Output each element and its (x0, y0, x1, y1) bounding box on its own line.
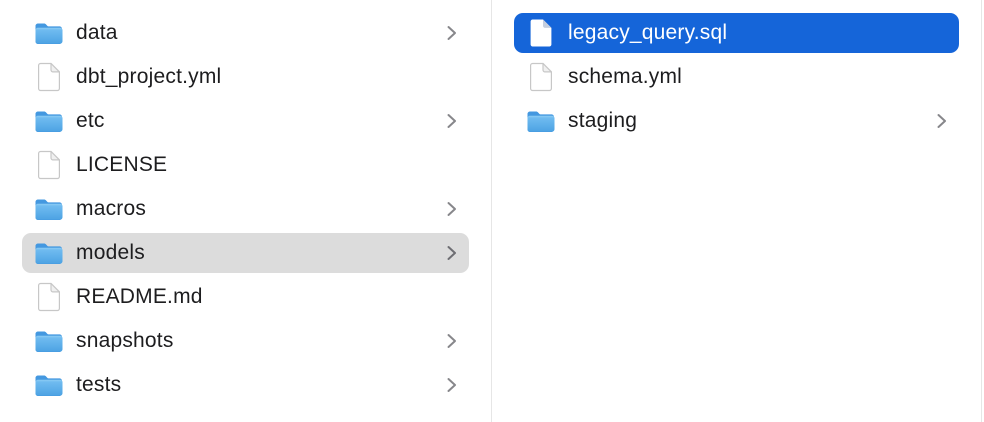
file-row[interactable]: staging (514, 101, 959, 141)
folder-icon (34, 238, 64, 268)
folder-icon (34, 106, 64, 136)
folder-icon (34, 18, 64, 48)
file-row[interactable]: schema.yml (514, 57, 959, 97)
file-icon (34, 62, 64, 92)
file-icon (526, 62, 556, 92)
file-label: README.md (76, 285, 203, 308)
file-label: schema.yml (568, 65, 683, 88)
file-icon (526, 18, 556, 48)
folder-icon (34, 370, 64, 400)
file-row[interactable]: macros (22, 189, 469, 229)
file-row[interactable]: README.md (22, 277, 469, 317)
folder-icon (526, 106, 556, 136)
file-row[interactable]: etc (22, 101, 469, 141)
file-row[interactable]: legacy_query.sql (514, 13, 959, 53)
chevron-right-icon (446, 24, 457, 42)
chevron-right-icon (446, 244, 457, 262)
column-right: legacy_query.sql schema.yml (492, 0, 982, 422)
column-left: data dbt_project.yml (22, 0, 492, 422)
file-label: models (76, 241, 145, 264)
chevron-right-icon (936, 112, 947, 130)
file-label: dbt_project.yml (76, 65, 222, 88)
chevron-right-icon (446, 332, 457, 350)
file-label: tests (76, 373, 122, 396)
file-icon (34, 150, 64, 180)
file-label: macros (76, 197, 147, 220)
chevron-right-icon (446, 200, 457, 218)
file-label: LICENSE (76, 153, 168, 176)
chevron-right-icon (446, 112, 457, 130)
file-label: etc (76, 109, 105, 132)
file-icon (34, 282, 64, 312)
chevron-right-icon (446, 376, 457, 394)
file-row[interactable]: models (22, 233, 469, 273)
file-row[interactable]: tests (22, 365, 469, 405)
file-row[interactable]: dbt_project.yml (22, 57, 469, 97)
file-label: snapshots (76, 329, 174, 352)
folder-icon (34, 326, 64, 356)
file-row[interactable]: snapshots (22, 321, 469, 361)
folder-icon (34, 194, 64, 224)
file-label: legacy_query.sql (568, 21, 728, 44)
file-label: data (76, 21, 118, 44)
file-row[interactable]: LICENSE (22, 145, 469, 185)
file-label: staging (568, 109, 638, 132)
file-row[interactable]: data (22, 13, 469, 53)
